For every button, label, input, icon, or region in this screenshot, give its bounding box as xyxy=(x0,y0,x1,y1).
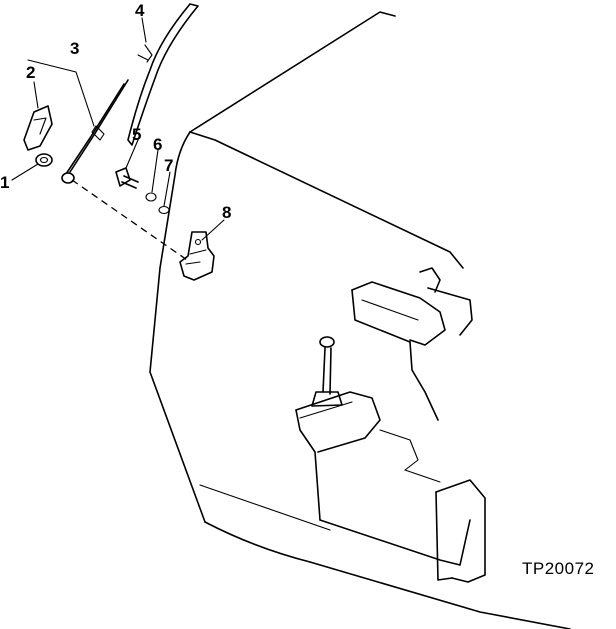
part-7-clip xyxy=(158,205,170,215)
callout-5: 5 xyxy=(132,125,141,144)
cab-outline xyxy=(149,11,571,629)
control-console xyxy=(295,267,486,583)
control-lever xyxy=(311,336,343,407)
leader-lines xyxy=(11,17,225,241)
callout-1: 1 xyxy=(0,173,9,192)
part-4-wiper-blade xyxy=(127,3,199,146)
callout-3: 3 xyxy=(70,39,79,58)
part-3-wiper-arm xyxy=(61,79,129,184)
callout-4: 4 xyxy=(135,1,145,20)
part-8-wiper-motor xyxy=(179,231,215,281)
part-1-nut xyxy=(35,153,53,167)
part-2-cover xyxy=(23,105,53,151)
part-6-washer xyxy=(145,192,157,202)
callout-2: 2 xyxy=(26,63,35,82)
callout-6: 6 xyxy=(153,135,162,154)
figure-reference-code: TP20072 xyxy=(522,559,595,578)
part-5-bolt xyxy=(115,167,139,189)
callout-labels: 1 2 3 4 5 6 7 8 xyxy=(0,1,231,222)
callout-8: 8 xyxy=(222,203,231,222)
callout-7: 7 xyxy=(164,156,173,175)
